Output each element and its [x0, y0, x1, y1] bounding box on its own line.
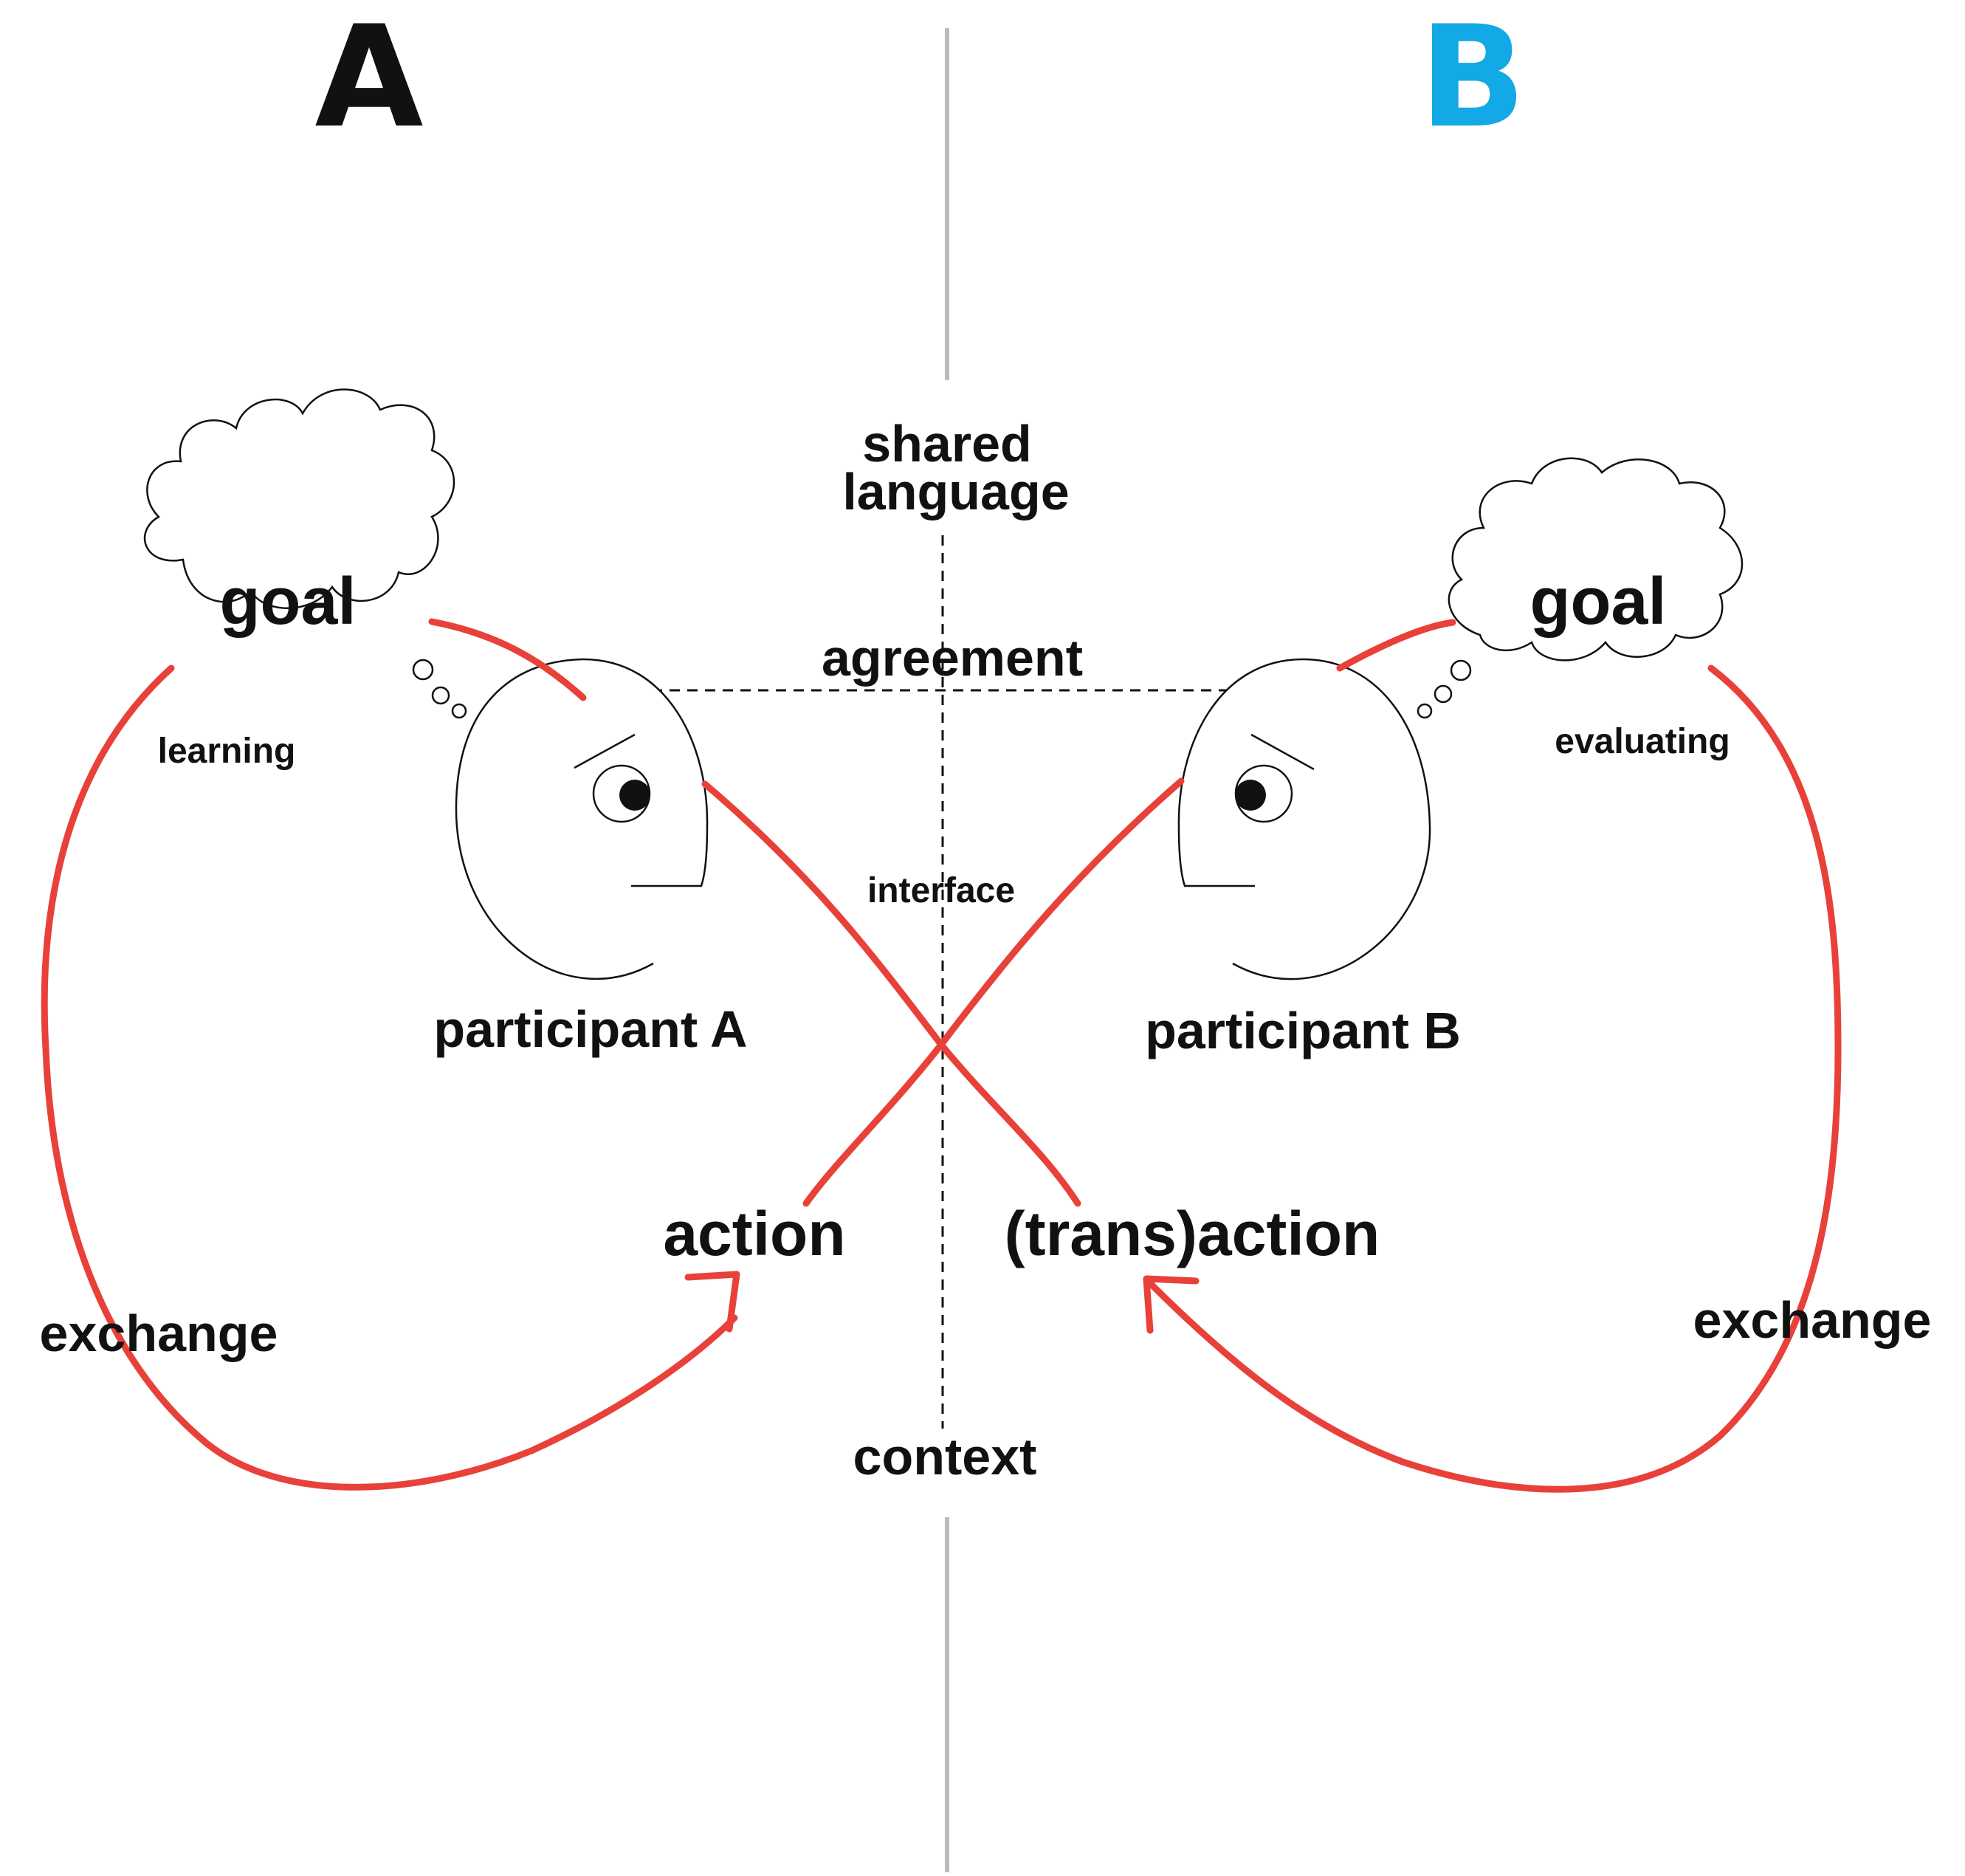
loop-b-to-head	[1336, 619, 1456, 672]
shared-language-line2: language	[842, 463, 1069, 520]
exchange-b-label: exchange	[1693, 1291, 1932, 1349]
loop-b-to-action	[802, 777, 1185, 1207]
exchange-loops	[41, 618, 1842, 1493]
side-b-letter: B	[1419, 0, 1527, 159]
loop-a-to-transaction	[701, 780, 1081, 1207]
participant-a-label: participant A	[433, 1000, 747, 1058]
face-profile-icon	[455, 658, 709, 980]
face-profile-icon	[1177, 658, 1431, 980]
loop-a-to-head	[428, 618, 587, 701]
action-label: action	[663, 1199, 845, 1268]
loop-a-outer	[41, 664, 738, 1491]
thought-cloud-icon	[143, 388, 467, 719]
agreement-label: agreement	[822, 629, 1083, 687]
exchange-a-label: exchange	[40, 1305, 278, 1362]
side-a-letter: A	[314, 0, 423, 159]
thought-cloud-icon	[1417, 457, 1744, 719]
goal-a-label: goal	[219, 565, 356, 639]
transaction-label: (trans)action	[1005, 1199, 1380, 1268]
interface-label: interface	[867, 871, 1015, 910]
arrow-head-icon	[1143, 1275, 1200, 1334]
goal-b-label: goal	[1529, 565, 1666, 639]
arrow-head-icon	[684, 1271, 740, 1333]
loop-b-outer	[1144, 664, 1842, 1493]
participant-b-label: participant B	[1145, 1002, 1461, 1059]
context-label: context	[853, 1428, 1037, 1485]
shared-language-line1: shared	[862, 415, 1032, 473]
evaluating-label: evaluating	[1555, 722, 1730, 761]
learning-label: learning	[158, 732, 296, 771]
